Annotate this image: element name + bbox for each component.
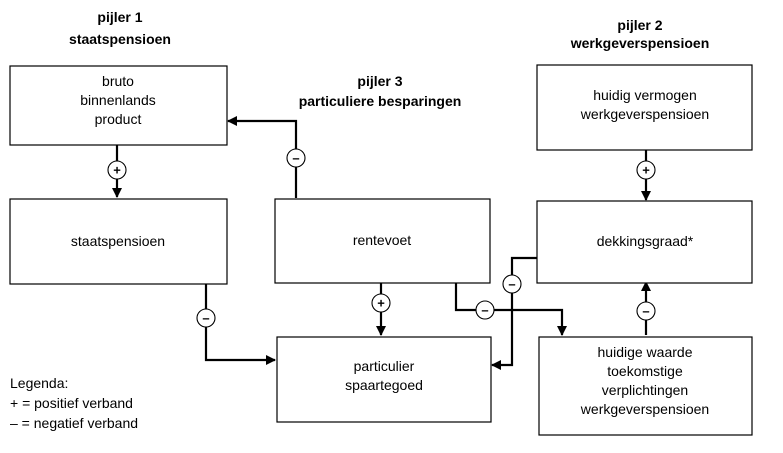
legend-title: Legenda:	[10, 375, 68, 391]
box-bruto-binnenlands-product: bruto binnenlands product	[9, 65, 228, 146]
sign-rentevoet-to-bbp-label: –	[292, 151, 299, 166]
legend: Legenda: + = positief verband – = negati…	[10, 375, 138, 431]
box-staatspensioen-label: staatspensioen	[71, 233, 165, 249]
box-huidige-waarde: huidige waarde toekomstige verplichtinge…	[538, 336, 753, 436]
sign-waarde-to-dekkingsgraad: –	[636, 301, 656, 321]
title-pijler-1-line-2: staatspensioen	[69, 31, 171, 47]
title-pijler-3: pijler 3 particuliere besparingen	[299, 73, 462, 109]
box-vermogen-line-2: werkgeverspensioen	[580, 106, 709, 122]
box-waarde-line-2: toekomstige	[607, 363, 683, 379]
sign-rentevoet-to-particulier-label: +	[377, 296, 385, 311]
sign-rentevoet-to-bbp: –	[286, 148, 306, 168]
box-huidig-vermogen: huidig vermogen werkgeverspensioen	[536, 64, 753, 151]
title-pijler-3-line-2: particuliere besparingen	[299, 93, 462, 109]
title-pijler-2-line-2: werkgeverspensioen	[570, 35, 710, 51]
title-pijler-2-line-1: pijler 2	[617, 17, 662, 33]
sign-vermogen-to-dekkingsgraad: +	[636, 160, 656, 180]
sign-bbp-to-staatspensioen: +	[107, 160, 127, 180]
arrow-rentevoet-to-bbp	[227, 116, 298, 198]
sign-bbp-to-staatspensioen-label: +	[113, 163, 121, 178]
box-bbp-line-2: binnenlands	[80, 92, 156, 108]
box-particulier-spaartegoed: particulier spaartegoed	[276, 336, 492, 423]
sign-waarde-to-dekkingsgraad-label: –	[642, 304, 649, 319]
legend-negative: – = negatief verband	[10, 415, 138, 431]
legend-positive: + = positief verband	[10, 395, 133, 411]
sign-rentevoet-to-waarde: –	[475, 300, 495, 320]
box-dekkingsgraad: dekkingsgraad*	[536, 200, 753, 284]
box-rentevoet-label: rentevoet	[353, 232, 411, 248]
box-particulier-line-1: particulier	[354, 358, 415, 374]
box-staatspensioen: staatspensioen	[9, 198, 228, 285]
sign-staatspensioen-to-particulier: –	[196, 308, 216, 328]
title-pijler-1: pijler 1 staatspensioen	[69, 9, 171, 47]
title-pijler-2: pijler 2 werkgeverspensioen	[570, 17, 710, 51]
title-pijler-1-line-1: pijler 1	[97, 9, 142, 25]
box-dekkingsgraad-label: dekkingsgraad*	[597, 233, 694, 249]
arrow-dekkingsgraad-to-particulier	[491, 256, 537, 370]
box-bbp-line-3: product	[95, 111, 142, 127]
sign-rentevoet-to-waarde-label: –	[481, 303, 488, 318]
arrow-staatspensioen-to-particulier	[204, 284, 276, 365]
box-waarde-line-3: verplichtingen	[602, 382, 688, 398]
box-particulier-line-2: spaartegoed	[345, 377, 423, 393]
arrow-rentevoet-to-waarde	[454, 283, 567, 336]
sign-rentevoet-to-particulier: +	[371, 293, 391, 313]
box-waarde-line-1: huidige waarde	[598, 344, 693, 360]
box-rentevoet: rentevoet	[274, 198, 491, 284]
box-waarde-line-4: werkgeverspensioen	[580, 401, 709, 417]
box-vermogen-line-1: huidig vermogen	[593, 87, 697, 103]
sign-vermogen-to-dekkingsgraad-label: +	[642, 163, 650, 178]
sign-dekkingsgraad-to-particulier: –	[502, 274, 522, 294]
sign-staatspensioen-to-particulier-label: –	[202, 311, 209, 326]
sign-dekkingsgraad-to-particulier-label: –	[508, 277, 515, 292]
title-pijler-3-line-1: pijler 3	[357, 73, 402, 89]
box-bbp-line-1: bruto	[102, 73, 134, 89]
